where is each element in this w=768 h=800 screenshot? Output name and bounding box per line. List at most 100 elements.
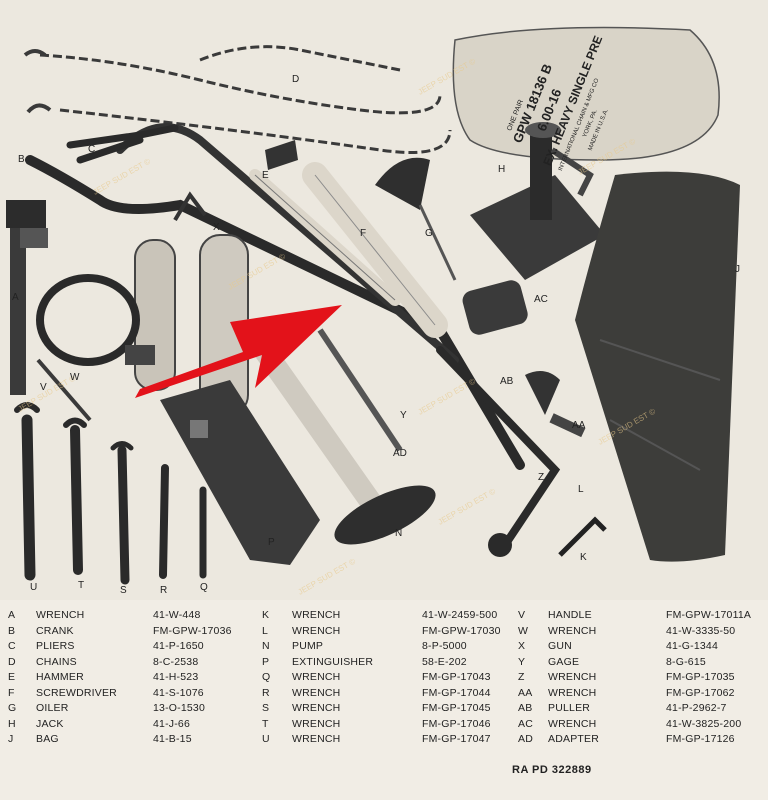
letter-z: Z [538, 472, 544, 483]
legend-code: R [262, 686, 270, 699]
legend-code: S [262, 702, 270, 714]
letter-j: J [735, 264, 740, 275]
legend-code: U [262, 733, 270, 745]
legend-item-name: CRANK [36, 624, 74, 637]
legend-code: F [8, 686, 15, 699]
hex-key-illustration [558, 516, 607, 557]
socket-wrench-illustration [462, 280, 586, 438]
legend-item-name: WRENCH [36, 609, 85, 621]
letter-f: F [360, 228, 366, 239]
legend-part-number: 41-J-66 [153, 717, 191, 730]
legend-item-name: GAGE [548, 655, 580, 668]
legend-item-name: ADAPTER [548, 733, 599, 745]
legend-code: X [518, 640, 526, 652]
chains-illustration [23, 45, 452, 154]
letter-s: S [120, 585, 127, 596]
letter-ab: AB [500, 376, 514, 387]
legend-item-name: WRENCH [292, 686, 341, 699]
legend-row: F SCREWDRIVER 41-S-1076 [8, 686, 232, 702]
legend-part-number: 41-B-15 [153, 733, 192, 745]
letter-aa: AA [572, 420, 586, 431]
legend-item-name: PULLER [548, 702, 591, 714]
legend-code: Z [518, 671, 525, 683]
legend-item-name: WRENCH [548, 671, 597, 683]
legend-row: S WRENCH FM-GP-17045 [262, 701, 501, 717]
letter-u: U [30, 582, 37, 593]
gage-illustration [317, 328, 403, 452]
open-end-wrench-set [14, 402, 207, 585]
letter-x: X [213, 222, 220, 233]
legend-code: W [518, 624, 529, 637]
legend-item-name: WRENCH [548, 686, 597, 699]
legend-code: T [262, 717, 269, 730]
legend-code: K [262, 609, 270, 621]
item-letters: A B C D E F G H J K L N P Q R S T U V W … [12, 74, 740, 596]
legend-item-name: CHAINS [36, 655, 77, 668]
letter-r: R [160, 585, 167, 596]
legend-part-number: 41-P-2962-7 [666, 702, 727, 714]
legend-code: P [262, 655, 270, 668]
plate-reference: RA PD 322889 [512, 764, 592, 776]
legend-part-number: FM-GPW-17030 [422, 624, 501, 637]
legend-part-number: 41-H-523 [153, 671, 199, 683]
legend-row: Z WRENCH FM-GP-17035 [518, 670, 751, 686]
letter-d: D [292, 74, 299, 85]
legend-item-name: WRENCH [292, 717, 341, 730]
legend-code: G [8, 702, 17, 714]
letter-k: K [580, 552, 587, 563]
legend-item-name: BAG [36, 733, 59, 745]
letter-t: T [78, 580, 84, 591]
tool-photo-plate: ONE PAIR GPW 18136 B 6.00-16 EX. HEAVY S… [6, 26, 740, 597]
legend-part-number: FM-GP-17043 [422, 671, 491, 683]
legend-item-name: WRENCH [548, 624, 597, 637]
legend-part-number: FM-GP-17035 [666, 671, 735, 683]
letter-c: C [88, 144, 95, 155]
legend-row: U WRENCH FM-GP-17047 [262, 732, 501, 748]
crank-illustration [25, 155, 525, 470]
legend-part-number: FM-GP-17126 [666, 733, 735, 745]
legend-code: N [262, 640, 270, 652]
legend-code: H [8, 717, 16, 730]
legend-part-number: 41-W-2459-500 [422, 609, 498, 621]
legend-part-number: 8-G-615 [666, 655, 706, 668]
letter-h: H [498, 164, 505, 175]
legend-code: AB [518, 702, 533, 714]
hammer-illustration [249, 140, 401, 306]
legend-item-name: PUMP [292, 640, 324, 652]
legend-part-number: 8-C-2538 [153, 655, 199, 668]
legend-part-number: FM-GP-17045 [422, 702, 491, 714]
letter-w: W [70, 372, 80, 383]
legend-item-name: WRENCH [292, 702, 341, 714]
legend-part-number: 41-G-1344 [666, 640, 718, 652]
legend-code: A [8, 609, 16, 621]
legend-code: L [262, 624, 269, 637]
pipe-wrench-illustration [6, 200, 48, 395]
legend-item-name: WRENCH [292, 733, 341, 745]
legend-part-number: FM-GP-17047 [422, 733, 491, 745]
legend-item-name: HANDLE [548, 609, 592, 621]
legend-item-name: SCREWDRIVER [36, 686, 117, 699]
letter-y: Y [400, 410, 407, 421]
legend-item-name: PLIERS [36, 640, 75, 652]
legend-part-number: 41-S-1076 [153, 686, 204, 699]
legend-row: AB PULLER 41-P-2962-7 [518, 701, 751, 717]
z-wrench-illustration [436, 346, 561, 549]
legend-part-number: 58-E-202 [422, 655, 467, 668]
letter-v: V [40, 382, 47, 393]
